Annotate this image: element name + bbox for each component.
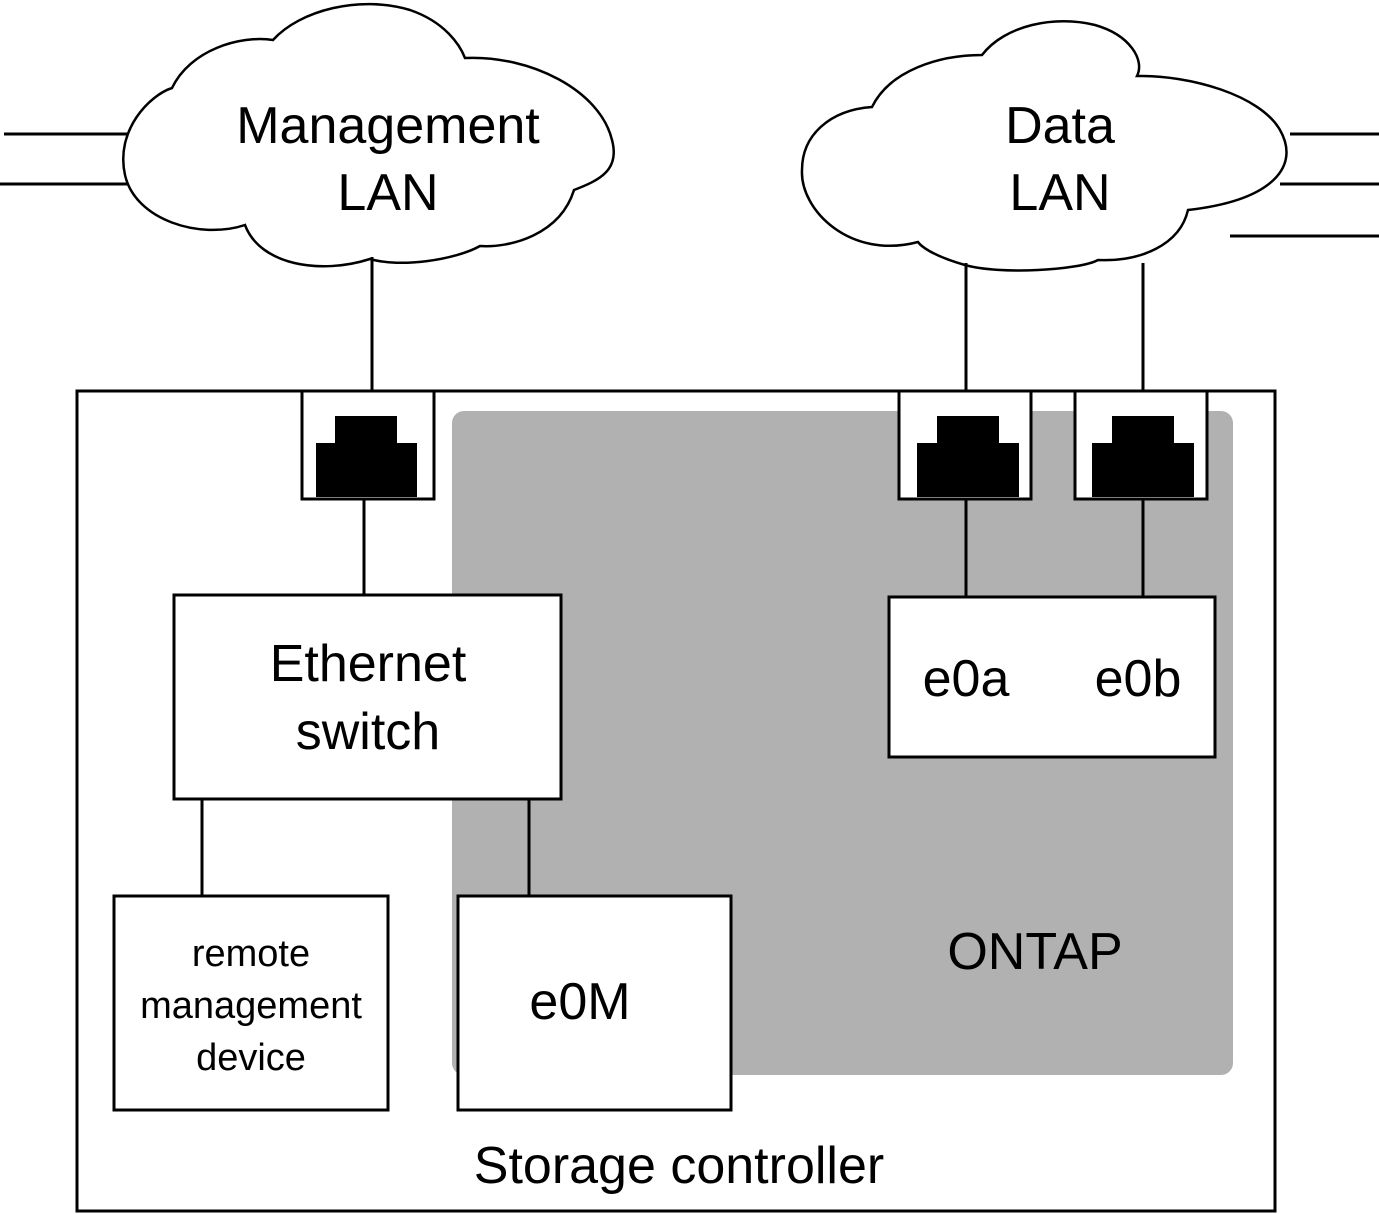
ethernet-switch-box [172, 593, 563, 801]
ethernet-switch-label-1: Ethernet [270, 635, 467, 693]
connections [200, 257, 1145, 896]
ethernet-port-icon [316, 416, 417, 497]
ethernet-port-icon [1092, 416, 1194, 497]
data-nic-box [887, 595, 1217, 759]
management-lan-subtitle: LAN [337, 164, 438, 222]
e0m-label: e0M [529, 973, 630, 1031]
cloud-shape [800, 20, 1288, 272]
data-lan-title: Data [1005, 97, 1115, 155]
e0m-interface: e0M [456, 894, 733, 1112]
management-lan-title: Management [236, 97, 540, 155]
data-lan-uplinks [1230, 132, 1379, 238]
ethernet-port-icon [917, 416, 1019, 497]
remote-management-device: remote management device [112, 894, 390, 1112]
storage-controller-label: Storage controller [474, 1137, 884, 1195]
mgmt-port [300, 389, 436, 501]
ethernet-switch: Ethernet switch [172, 593, 563, 801]
ontap-label: ONTAP [947, 923, 1122, 981]
e0m-box [456, 894, 733, 1112]
e0b-label: e0b [1095, 650, 1182, 708]
management-lan-uplinks [0, 132, 130, 186]
e0a-label: e0a [923, 650, 1010, 708]
ethernet-switch-label-2: switch [296, 703, 440, 761]
data-nic: e0a e0b [887, 595, 1217, 759]
rmd-box [112, 894, 390, 1112]
e0b-port [1073, 389, 1209, 501]
data-lan-cloud: Data LAN [800, 20, 1288, 272]
rmd-label-3: device [196, 1037, 306, 1079]
cloud-shape [122, 2, 615, 268]
management-lan-cloud: Management LAN [122, 2, 615, 268]
rmd-label-1: remote [192, 933, 310, 975]
data-lan-subtitle: LAN [1009, 164, 1110, 222]
e0a-port [897, 389, 1033, 501]
rmd-label-2: management [140, 985, 362, 1027]
